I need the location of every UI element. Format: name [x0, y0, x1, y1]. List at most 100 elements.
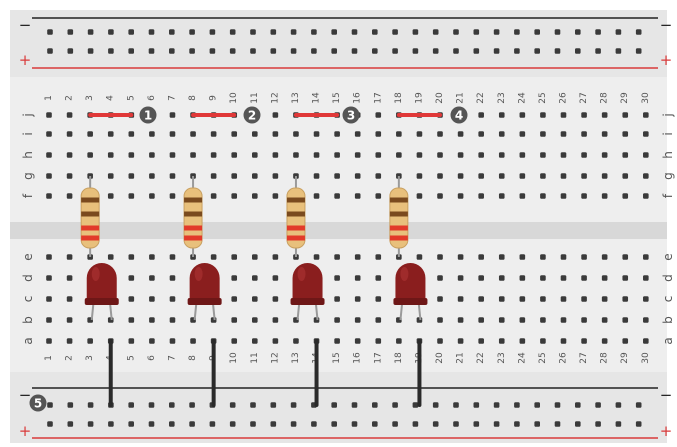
column-number: 1 [44, 355, 54, 361]
hole [581, 338, 587, 344]
callout-5-label: 5 [34, 397, 42, 411]
hole [210, 131, 217, 137]
hole [498, 275, 505, 281]
hole [331, 421, 337, 427]
hole [169, 317, 176, 323]
hole [128, 48, 134, 54]
resistor-band [286, 211, 305, 217]
hole [87, 152, 93, 158]
column-number: 12 [270, 92, 280, 103]
hole [595, 421, 601, 427]
column-number: 6 [147, 95, 157, 101]
hole [519, 193, 526, 199]
hole [622, 254, 629, 260]
hole [453, 421, 459, 427]
rail-plus-label: + [19, 422, 32, 440]
hole [250, 48, 256, 54]
hole [252, 254, 258, 260]
hole [107, 131, 114, 137]
hole [270, 421, 277, 427]
hole [575, 421, 581, 427]
hole [601, 173, 608, 179]
hole [519, 254, 526, 260]
hole [169, 421, 175, 427]
hole [272, 173, 279, 179]
hole [412, 29, 419, 35]
hole [437, 152, 443, 158]
hole [581, 254, 587, 260]
hole [412, 48, 419, 54]
resistor-band [184, 197, 203, 203]
hole [270, 48, 277, 54]
hole [478, 254, 484, 260]
hole [272, 317, 279, 323]
column-number: 22 [476, 92, 486, 103]
hole [560, 254, 567, 260]
resistor-band [389, 211, 408, 217]
row-letter: c [661, 296, 675, 303]
hole [375, 131, 382, 137]
hole [190, 131, 196, 137]
callout-3-marker [342, 106, 360, 124]
hole [210, 173, 217, 179]
rail-minus-label: − [660, 386, 673, 404]
callout-4-marker [450, 106, 468, 124]
hole [396, 131, 402, 137]
hole [412, 402, 419, 408]
hole [601, 152, 608, 158]
hole [493, 48, 500, 54]
column-number: 9 [209, 95, 219, 101]
hole [290, 29, 297, 35]
hole [149, 152, 155, 158]
top-rail-strip [10, 10, 667, 77]
hole [437, 193, 443, 199]
column-number: 26 [559, 92, 569, 104]
hole [66, 193, 73, 199]
column-number: 18 [394, 92, 404, 104]
hole [575, 48, 581, 54]
hole [354, 131, 361, 137]
hole [540, 131, 546, 137]
hole [554, 48, 561, 54]
hole [372, 29, 378, 35]
hole [87, 402, 94, 408]
hole [148, 402, 155, 408]
hole [354, 317, 361, 323]
hole [498, 296, 505, 302]
hole [313, 193, 320, 199]
hole [622, 275, 629, 281]
hole [272, 112, 279, 118]
column-number: 29 [620, 92, 630, 104]
hole [250, 29, 256, 35]
hole [540, 338, 546, 344]
hole [478, 317, 484, 323]
hole [334, 173, 340, 179]
hole [108, 48, 114, 54]
column-number: 24 [517, 92, 527, 104]
hole [169, 48, 175, 54]
resistor-band [286, 225, 305, 231]
row-letter: a [661, 337, 675, 344]
hole [293, 152, 299, 158]
hole [128, 421, 134, 427]
hole [169, 338, 176, 344]
hole [128, 29, 134, 35]
led-highlight [91, 267, 100, 281]
bottom-rail-strip [10, 372, 667, 443]
callout-5-marker [29, 394, 47, 412]
column-number: 7 [167, 355, 177, 361]
led-highlight [400, 267, 409, 281]
hole [190, 152, 196, 158]
hole [375, 173, 382, 179]
hole [128, 131, 135, 137]
hole [375, 317, 382, 323]
hole [514, 402, 520, 408]
hole [67, 29, 74, 35]
hole [622, 131, 629, 137]
hole [560, 112, 567, 118]
column-number: 12 [270, 352, 280, 363]
hole [293, 131, 299, 137]
hole [540, 317, 546, 323]
hole [375, 338, 382, 344]
